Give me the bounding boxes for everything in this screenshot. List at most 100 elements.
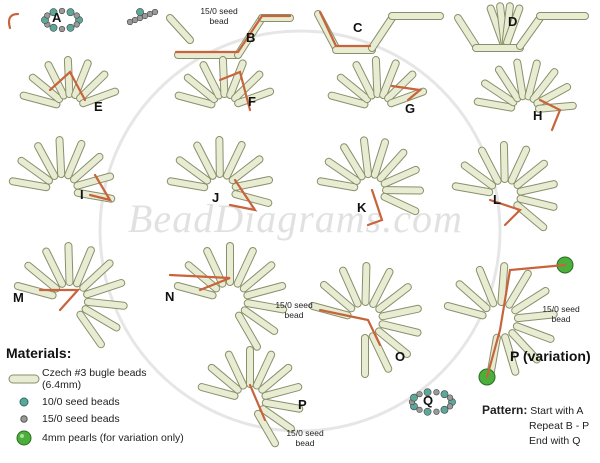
bugle-bead-fill [517,15,543,49]
bugle-bead-fill [370,268,393,307]
bugle-bead-fill [325,158,360,184]
seed-bead-15 [446,394,454,401]
thread-path [366,188,384,227]
bugle-bead-fill [341,144,365,180]
thread-path [168,273,231,292]
materials-item-label: 15/0 seed beads [42,413,120,425]
panel-label-p-variation: P (variation) [510,348,591,364]
bugle-bead-fill [478,147,501,184]
seed-bead-15 [58,25,66,33]
materials-item: Czech #3 bugle beads (6.4mm) [6,367,216,391]
bugle-bead-fill [461,162,496,189]
bugle-bead-icon [6,374,42,384]
materials-legend: Materials: Czech #3 bugle beads (6.4mm) … [6,345,216,451]
bugle-bead-fill [262,399,303,412]
bugle-bead-fill [376,284,411,313]
seed-bead-10 [49,23,58,32]
panel-label-g: G [405,101,416,116]
materials-item: 10/0 seed beads [6,396,216,408]
bugle-bead-fill [167,15,193,43]
bugle-bead-fill [234,248,256,287]
bugle-bead-fill [262,384,302,399]
bugle-bead-fill [482,80,517,106]
bugle-bead-fill [232,177,273,190]
bugle-bead-fill [353,62,375,99]
bugle-bead-fill [208,364,241,393]
seed-bead-10 [423,407,432,416]
bugle-bead-fill [25,262,60,292]
pattern-box: Pattern: Start with A Repeat B - P End w… [482,403,598,449]
bugle-bead-fill [43,248,66,287]
callout-o-seed-bead: 15/0 seed bead [275,300,313,320]
bugle-bead-fill [509,330,540,363]
seed-bead-15 [44,12,51,19]
materials-item: 4mm pearls (for variation only) [6,430,216,446]
bugle-bead-fill [260,406,294,432]
bugle-bead-fill [227,60,246,98]
bugle-bead-fill [235,88,274,107]
callout-b-seed-bead: 15/0 seed bead [200,6,238,26]
bugle-bead-fill [506,270,531,308]
bugle-bead-fill [476,266,497,307]
panel-label-q: Q [423,393,434,408]
thread-path [318,308,382,347]
materials-item-label: 10/0 seed beads [42,396,120,408]
bugle-bead-fill [372,57,381,98]
bugle-bead-fill [65,140,85,179]
bugle-bead-fill [371,139,389,178]
bugle-bead-fill [514,160,547,188]
bugle-bead-fill [512,287,549,314]
bugle-bead-fill [219,57,228,98]
bugle-bead-fill [369,15,395,51]
thread-path [174,14,292,54]
bugle-bead-fill [84,298,127,309]
bugle-bead-fill [498,263,508,306]
thread-path [88,173,113,202]
bugle-bead-fill [502,334,519,375]
bugle-bead-fill [223,141,245,179]
bugle-bead-fill [194,142,216,179]
bugle-bead-fill [381,166,419,187]
bugle-bead-fill [380,60,399,98]
pearl-icon [6,430,42,446]
materials-item: 15/0 seed beads [6,413,216,425]
seed-bead-15 [416,406,423,413]
panel-label-b: B [246,30,256,45]
thread-path [218,70,252,112]
panel-label-n: N [165,289,175,304]
bugle-bead-fill [255,410,278,447]
bugle-bead-fill [375,328,410,357]
bugle-bead-fill [379,321,421,336]
panel-label-c: C [353,20,363,35]
bugle-bead-fill [35,143,58,179]
bugle-bead-fill [517,181,557,195]
thread-path [390,84,423,102]
thread-path [7,12,20,30]
bugle-bead-fill [253,351,275,389]
panel-label-h: H [533,108,543,123]
bugle-bead-fill [369,333,392,372]
bugle-bead-fill [167,178,208,191]
pattern-line: Repeat B - P [529,420,590,432]
bugle-bead-fill [77,311,104,348]
thread-path [485,263,567,379]
bugle-bead-fill [77,71,108,102]
bugle-bead-fill [184,74,218,103]
bugle-bead-fill [500,142,508,183]
bugle-bead-fill [381,193,419,215]
bugle-bead-fill [514,59,526,100]
bugle-bead-fill [513,323,554,342]
bugle-bead-fill [377,149,407,182]
materials-item-label: 4mm pearls (for variation only) [42,432,184,444]
thread-path [248,383,267,422]
bugle-bead-fill [361,137,372,178]
pattern-title: Pattern: [482,403,528,417]
seed-bead-10 [49,8,58,17]
bugle-bead-fill [508,146,530,184]
bugle-bead-fill [379,305,421,320]
seed-bead-10 [66,23,75,32]
bugle-bead-fill [14,283,56,299]
bugle-bead-fill [232,71,263,102]
bugle-bead-fill [229,156,263,184]
